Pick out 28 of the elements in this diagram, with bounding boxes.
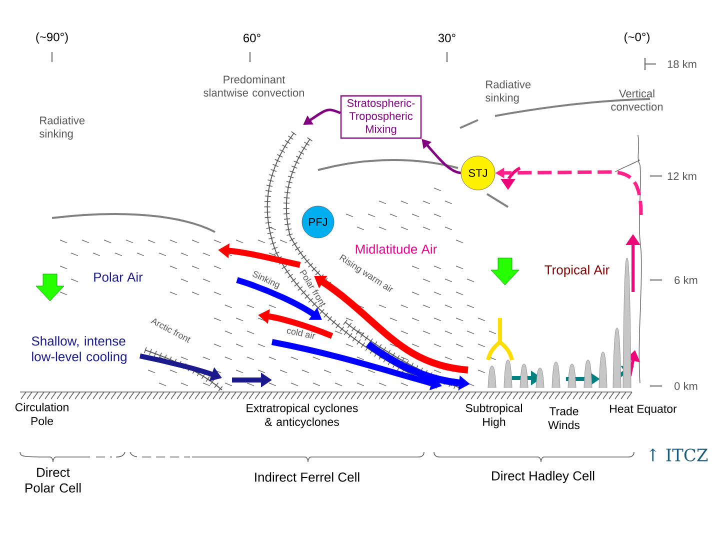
zone-label: Circulation Pole	[15, 402, 68, 426]
zone-label: Subtropical High	[466, 404, 522, 428]
process-label: Radiative sinking	[486, 80, 531, 104]
zone-label: Trade Winds	[548, 406, 580, 430]
zone-label: Extratropical cyclones & anticyclones	[246, 404, 358, 428]
air-mass-label: Midlatitude Air	[356, 244, 437, 254]
altitude-label: 18 km	[668, 60, 696, 68]
altitude-label: 12 km	[668, 172, 696, 180]
altitude-label: 0 km	[674, 382, 698, 390]
front-label: Arctic front	[150, 318, 191, 343]
process-label: Radiative sinking	[40, 116, 85, 140]
altitude-label: 6 km	[674, 276, 698, 284]
latitude-label: (~0°)	[624, 32, 650, 44]
latitude-label: 60°	[244, 34, 260, 42]
process-label: Vertical convection	[611, 89, 663, 111]
latitude-label: (~90°)	[36, 32, 68, 44]
process-label: Shallow, intense low-level cooling	[32, 336, 126, 364]
flow-label: cold air	[286, 328, 316, 339]
cell-label: Direct Hadley Cell	[492, 470, 594, 484]
latitude-label: 30°	[438, 34, 456, 42]
zone-label: Heat Equator	[610, 404, 677, 416]
air-mass-label: Polar Air	[94, 272, 143, 282]
air-mass-label: Tropical Air	[544, 264, 610, 278]
process-label: Predominant slantwise convection	[204, 75, 304, 97]
cell-label: Indirect Ferrel Cell	[255, 472, 360, 482]
text-box: Stratospheric-Tropospheric Mixing	[340, 95, 422, 139]
cell-label: Direct Polar Cell	[26, 467, 81, 493]
itcz-label: ↑ ITCZ	[649, 448, 708, 462]
